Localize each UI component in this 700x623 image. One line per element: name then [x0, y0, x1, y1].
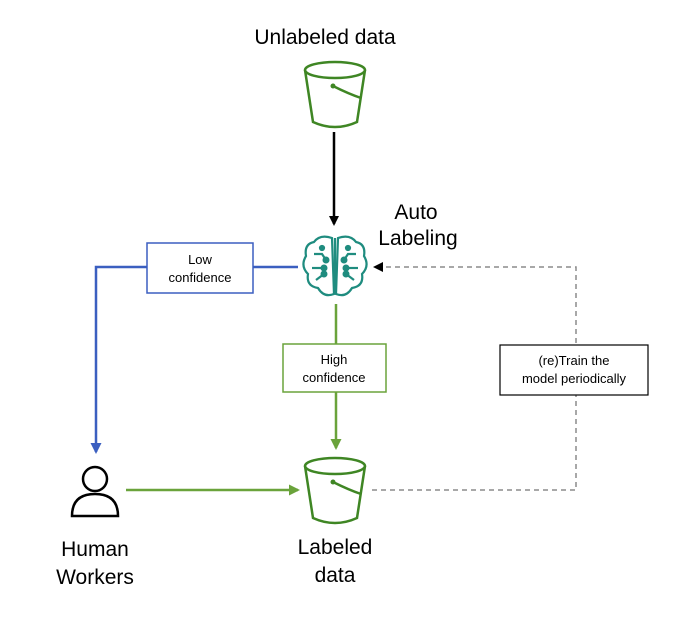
low-confidence-line2: confidence	[169, 270, 232, 285]
human-workers-label-line1: Human	[61, 538, 129, 561]
auto-labeling-label-line1: Auto	[394, 201, 437, 224]
retrain-line2: model periodically	[522, 371, 627, 386]
retrain-box	[499, 344, 649, 396]
unlabeled-data-label: Unlabeled data	[254, 26, 396, 49]
arrow-auto-to-human	[90, 265, 298, 454]
labeled-data-label-line1: Labeled	[298, 536, 373, 559]
labeled-data-label-line2: data	[315, 564, 356, 587]
auto-labeling-label-line2: Labeling	[378, 227, 457, 250]
low-confidence-line1: Low	[188, 252, 212, 267]
retrain-line1: (re)Train the	[538, 353, 609, 368]
person-icon	[70, 465, 120, 518]
human-workers-label-line2: Workers	[56, 566, 134, 589]
bucket-icon	[303, 456, 367, 525]
high-confidence-box	[282, 343, 387, 393]
high-confidence-line2: confidence	[303, 370, 366, 385]
brain-circuit-icon	[302, 235, 368, 297]
bucket-icon	[303, 60, 367, 129]
low-confidence-box	[146, 242, 254, 294]
high-confidence-line1: High	[321, 352, 348, 367]
